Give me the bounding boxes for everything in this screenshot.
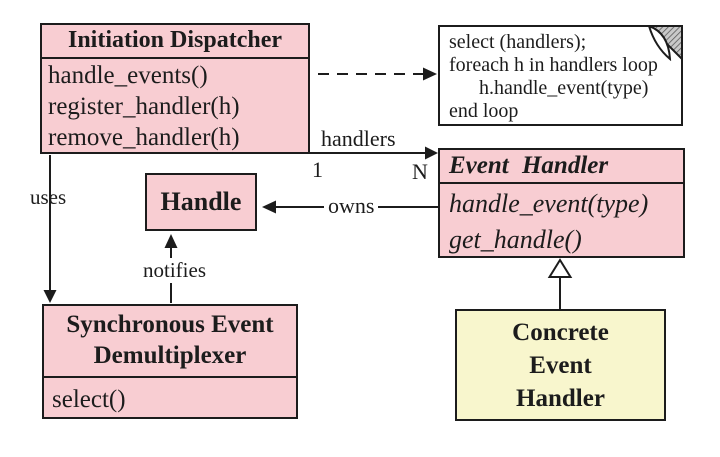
arrowhead-down-icon bbox=[43, 290, 57, 303]
method-list: select() bbox=[44, 378, 296, 417]
edge-label-notifies: notifies bbox=[139, 258, 210, 283]
class-synchronous-event-demultiplexer: Synchronous Event Demultiplexer select() bbox=[42, 304, 298, 419]
note-line: foreach h in handlers loop bbox=[449, 54, 658, 76]
edge-label-owns: owns bbox=[324, 193, 379, 219]
class-title-line: Concrete bbox=[512, 319, 609, 346]
method-handle-events: handle_events() bbox=[48, 62, 208, 89]
class-title-line: Demultiplexer bbox=[93, 342, 247, 369]
class-title: Handle bbox=[160, 187, 242, 216]
class-title-line: Synchronous Event bbox=[66, 311, 274, 338]
note-text: select (handlers); foreach h in handlers… bbox=[440, 27, 681, 123]
note-line: h.handle_event(type) bbox=[479, 77, 649, 99]
class-title: Event Handler bbox=[440, 150, 683, 184]
arrowhead-left-icon bbox=[262, 200, 276, 214]
method-list: handle_events() register_handler(h) remo… bbox=[42, 59, 308, 153]
note-fold-icon bbox=[647, 25, 683, 61]
inheritance-triangle-icon bbox=[547, 258, 573, 278]
edge-label-handlers: handlers bbox=[321, 126, 396, 151]
class-event-handler: Event Handler handle_event(type) get_han… bbox=[438, 148, 685, 258]
method-list: handle_event(type) get_handle() bbox=[440, 184, 683, 258]
edge-label-uses: uses bbox=[30, 185, 67, 209]
method-register-handler: register_handler(h) bbox=[48, 93, 240, 120]
arrowhead-right-icon bbox=[423, 67, 437, 81]
class-initiation-dispatcher: Initiation Dispatcher handle_events() re… bbox=[40, 23, 310, 154]
class-title-line: Handler bbox=[516, 385, 605, 412]
code-note: select (handlers); foreach h in handlers… bbox=[438, 25, 683, 126]
multiplicity-one: 1 bbox=[312, 157, 323, 182]
multiplicity-n: N bbox=[412, 159, 428, 184]
method-select: select() bbox=[52, 386, 126, 413]
note-line: end loop bbox=[449, 100, 519, 122]
method-remove-handler: remove_handler(h) bbox=[48, 124, 240, 151]
arrowhead-up-icon bbox=[164, 234, 178, 248]
arrowhead-right-icon bbox=[425, 146, 438, 160]
class-title: Initiation Dispatcher bbox=[42, 25, 308, 59]
method-get-handle: get_handle() bbox=[449, 225, 582, 254]
class-title: Synchronous Event Demultiplexer bbox=[44, 306, 296, 378]
method-handle-event: handle_event(type) bbox=[449, 189, 649, 218]
class-title-line: Event bbox=[529, 352, 592, 379]
class-concrete-event-handler: Concrete Event Handler bbox=[455, 309, 666, 421]
class-handle: Handle bbox=[145, 173, 257, 231]
note-line: select (handlers); bbox=[449, 31, 587, 53]
